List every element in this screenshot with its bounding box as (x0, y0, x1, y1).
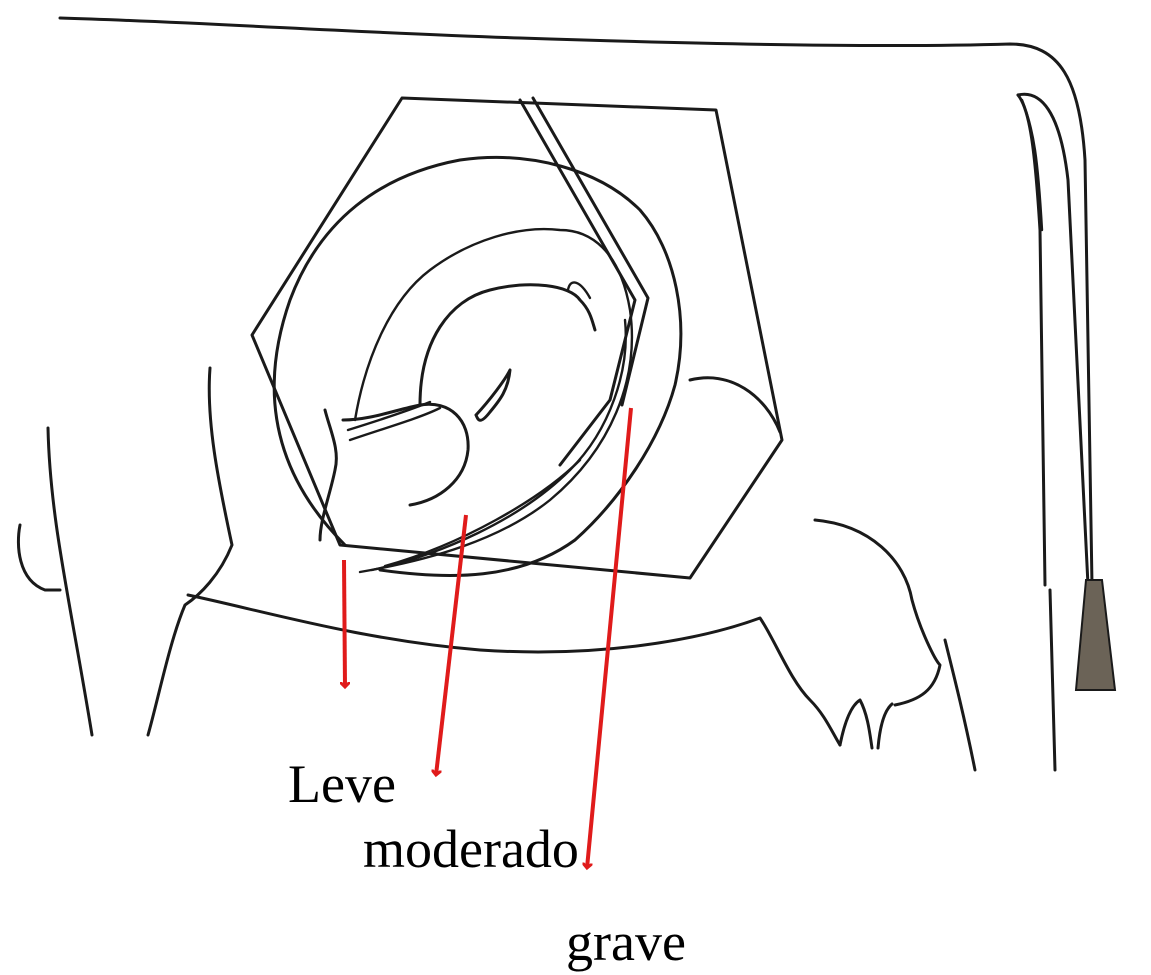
cow-udder (815, 520, 975, 770)
tail-switch (1076, 580, 1115, 690)
cow-hind-leg (1050, 590, 1055, 770)
uterus (274, 98, 681, 576)
arrow-grave (587, 408, 631, 868)
cow-back-line (60, 18, 1092, 585)
cow-front-leg (48, 428, 92, 735)
label-moderado: moderado (363, 822, 579, 876)
cow-elbow (18, 525, 60, 590)
arrow-leve (344, 560, 345, 687)
cow-shoulder-line (148, 368, 232, 735)
cow-tail (1018, 94, 1115, 690)
label-leve: Leve (288, 757, 396, 811)
abdominal-window (252, 98, 782, 578)
cow-belly-line (188, 595, 840, 745)
label-grave: grave (566, 915, 686, 969)
